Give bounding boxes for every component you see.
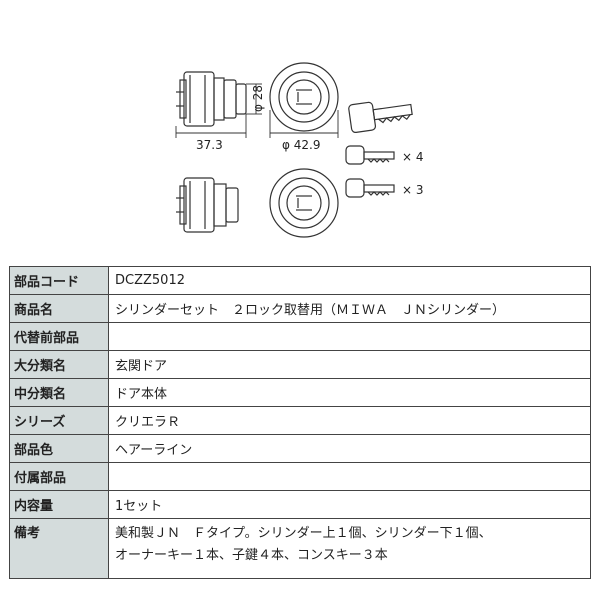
child-key [345,145,395,165]
row-value-replaced-part [108,322,591,351]
table-row: 部品色 ヘアーライン [9,434,591,463]
row-label-part-color: 部品色 [9,434,109,463]
row-value-product-name: シリンダーセット ２ロック取替用（ＭＩＷＡ ＪＮシリンダー） [108,294,591,323]
child-key-quantity: × 4 [402,150,424,164]
table-row: 備考 美和製ＪＮ Ｆタイプ。シリンダー上１個、シリンダー下１個、 オーナーキー１… [9,518,591,579]
row-value-major-category: 玄関ドア [108,350,591,379]
row-value-part-code: DCZZ5012 [108,266,591,295]
row-label-series: シリーズ [9,406,109,435]
row-label-contents: 内容量 [9,490,109,519]
large-diameter-label: φ 42.9 [282,138,320,152]
upper-cylinder-front-view [269,62,339,132]
row-label-replaced-part: 代替前部品 [9,322,109,351]
row-label-remarks: 備考 [9,518,109,579]
table-row: 代替前部品 [9,322,591,351]
large-diameter-dimension-line [269,110,339,138]
small-diameter-dimension-line [246,83,262,115]
row-label-sub-category: 中分類名 [9,378,109,407]
table-row: 付属部品 [9,462,591,491]
remarks-line-1: 美和製ＪＮ Ｆタイプ。シリンダー上１個、シリンダー下１個、 [115,526,492,541]
row-value-contents: 1セット [108,490,591,519]
remarks-line-2: オーナーキー１本、子鍵４本、コンスキー３本 [115,548,388,563]
construction-key [345,178,395,198]
row-value-part-color: ヘアーライン [108,434,591,463]
row-value-accessories [108,462,591,491]
length-dimension-line [175,114,247,138]
lower-cylinder-side-view [176,177,239,233]
upper-cylinder-side-view [176,71,247,127]
parts-drawing: 37.3 φ 28 φ 42.9 × 4 × 3 [175,62,424,238]
lower-cylinder-front-view [269,168,339,238]
table-row: 中分類名 ドア本体 [9,378,591,407]
table-row: シリーズ クリエラＲ [9,406,591,435]
row-label-accessories: 付属部品 [9,462,109,491]
table-row: 部品コード DCZZ5012 [9,266,591,295]
table-row: 商品名 シリンダーセット ２ロック取替用（ＭＩＷＡ ＪＮシリンダー） [9,294,591,323]
table-row: 大分類名 玄関ドア [9,350,591,379]
owner-key [348,101,413,134]
row-label-part-code: 部品コード [9,266,109,295]
row-value-series: クリエラＲ [108,406,591,435]
row-value-sub-category: ドア本体 [108,378,591,407]
row-label-major-category: 大分類名 [9,350,109,379]
table-row: 内容量 1セット [9,490,591,519]
spec-table: 部品コード DCZZ5012 商品名 シリンダーセット ２ロック取替用（ＭＩＷＡ… [9,266,591,579]
small-diameter-label: φ 28 [251,85,265,112]
length-dimension-label: 37.3 [196,138,223,152]
row-value-remarks: 美和製ＪＮ Ｆタイプ。シリンダー上１個、シリンダー下１個、 オーナーキー１本、子… [108,518,591,579]
construction-key-quantity: × 3 [402,183,424,197]
row-label-product-name: 商品名 [9,294,109,323]
